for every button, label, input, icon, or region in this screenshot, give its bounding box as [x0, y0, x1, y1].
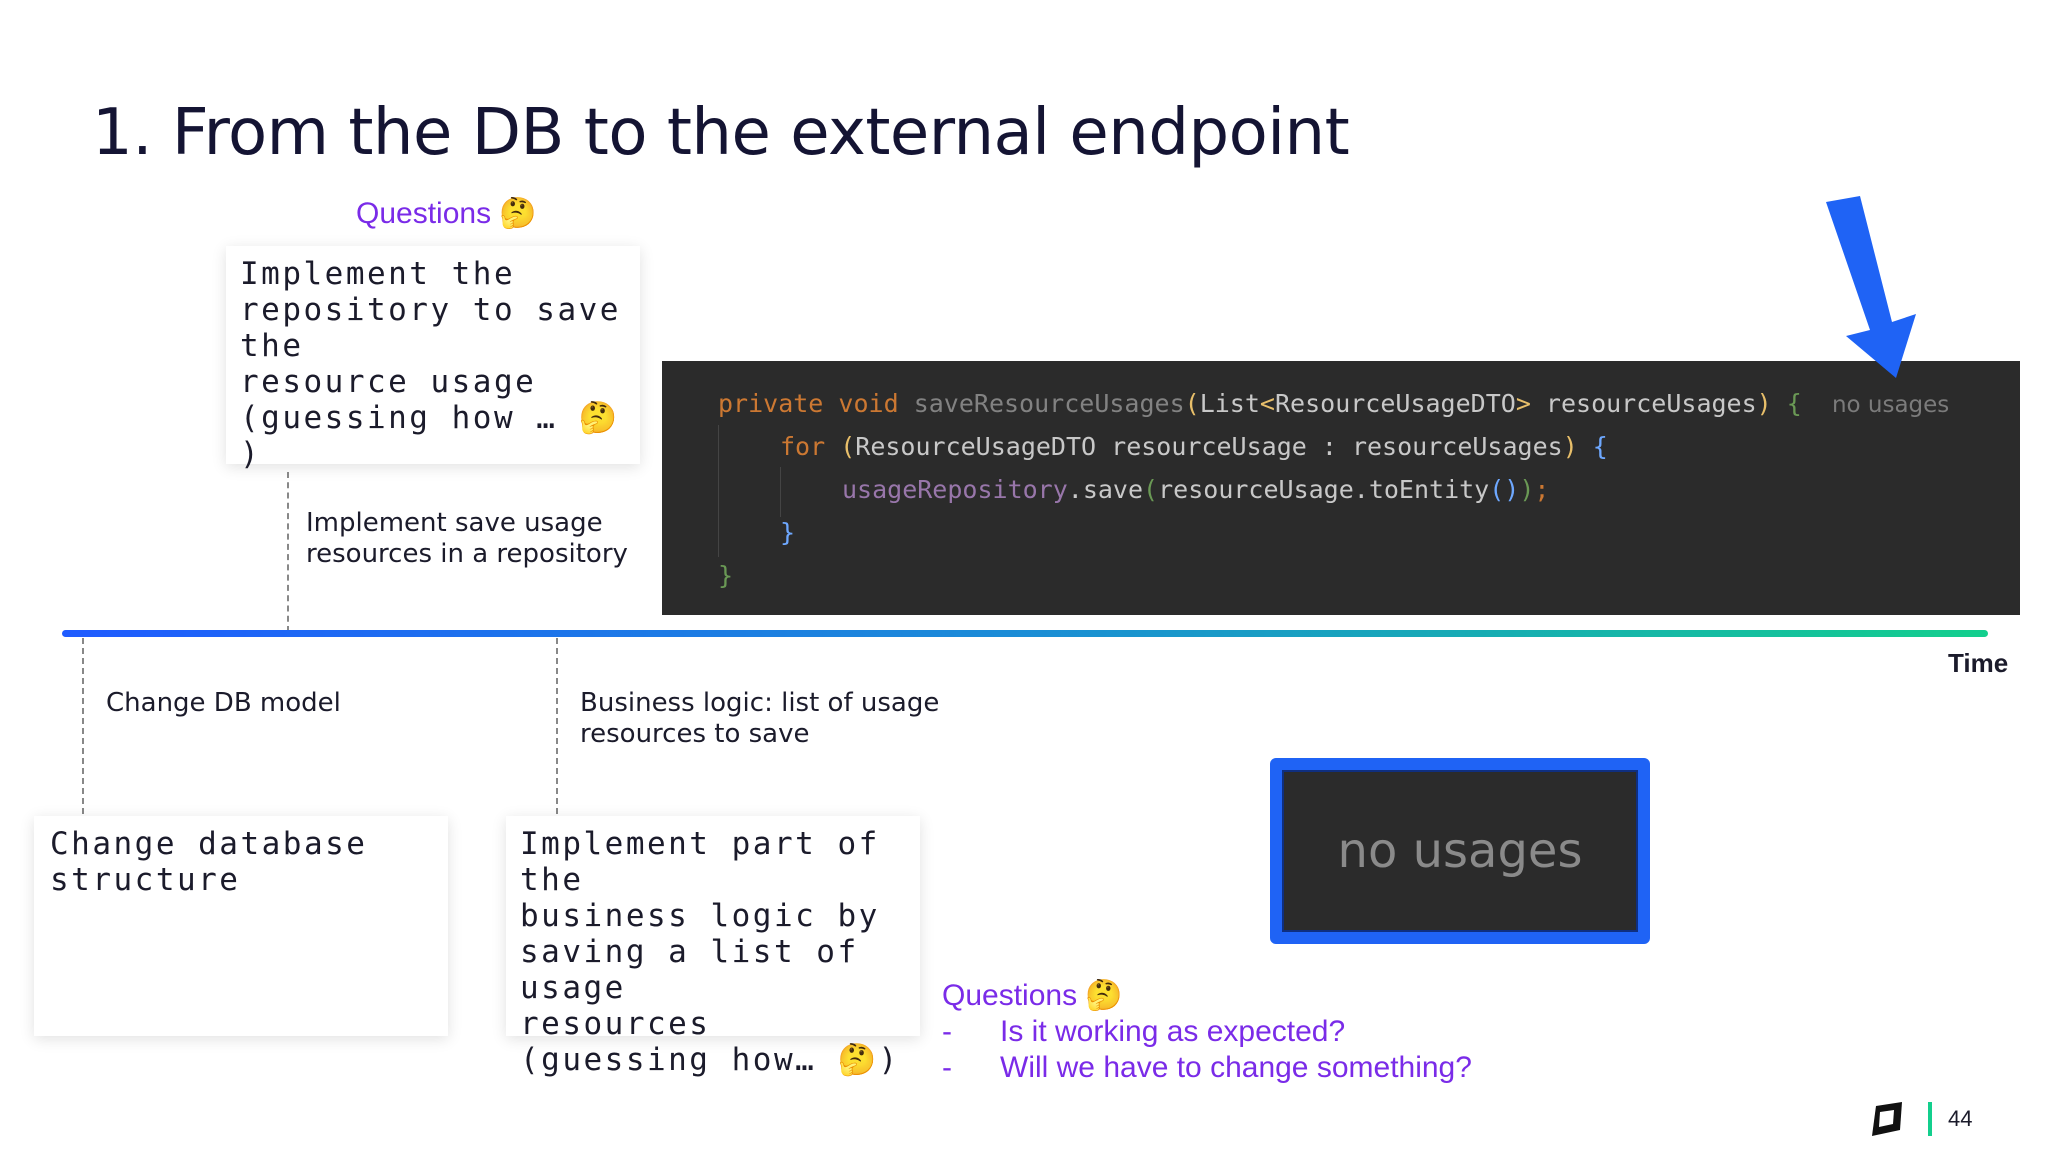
card-repository: Implement the repository to save the res…: [226, 246, 640, 472]
bullet-dash: -: [942, 1051, 952, 1084]
card-business-logic: Implement part of the business logic by …: [506, 816, 920, 1078]
timeline-label: Time: [1948, 648, 2009, 678]
code-token: private: [718, 389, 824, 418]
code-token: (: [1143, 475, 1159, 504]
footer-divider: [1928, 1102, 1932, 1136]
page-number: 44: [1948, 1106, 1973, 1131]
code-line-5: }: [718, 561, 734, 590]
list-item: - Will we have to change something?: [942, 1050, 1472, 1086]
questions-label-bottom: Questions 🤔: [942, 979, 1123, 1012]
connector-db: [82, 638, 84, 814]
code-token: saveResourceUsages: [913, 389, 1185, 418]
code-line-3: usageRepository.save(resourceUsage.toEnt…: [842, 475, 1549, 504]
code-line-4: }: [780, 518, 796, 547]
question-text: Is it working as expected?: [1000, 1015, 1346, 1048]
connector-repository: [287, 472, 289, 632]
code-token: resourceUsage.toEntity: [1158, 475, 1490, 504]
note-db-model: Change DB model: [106, 688, 341, 718]
code-token: ): [1562, 432, 1578, 461]
page-title: 1. From the DB to the external endpoint: [92, 96, 1350, 170]
code-token: (: [825, 432, 856, 461]
jetbrains-logo-icon: [1872, 1102, 1902, 1136]
code-token: <: [1259, 389, 1275, 418]
code-token: (): [1489, 475, 1520, 504]
usages-hint[interactable]: no usages: [1831, 392, 1950, 418]
note-save-usage: Implement save usage resources in a repo…: [306, 508, 628, 569]
connector-business-logic: [556, 638, 558, 814]
zoomed-usages-hint: no usages: [1270, 758, 1650, 944]
note-business-logic: Business logic: list of usage resources …: [580, 688, 940, 749]
code-token: usageRepository: [842, 475, 1068, 504]
code-snippet: private void saveResourceUsages(List<Res…: [662, 361, 2020, 615]
timeline: [62, 630, 1988, 637]
question-text: Will we have to change something?: [1000, 1051, 1472, 1084]
code-token: ): [1519, 475, 1535, 504]
code-token: {: [1577, 432, 1608, 461]
code-token: void: [838, 389, 899, 418]
code-token: >: [1515, 389, 1531, 418]
questions-block: Questions 🤔 -Is it working as expected? …: [942, 978, 1472, 1086]
indent-guide: [718, 425, 719, 557]
code-token: {: [1771, 389, 1802, 418]
indent-guide: [780, 467, 781, 517]
code-token: resourceUsages: [1530, 389, 1757, 418]
code-token: for: [780, 432, 826, 461]
bullet-dash: -: [942, 1015, 952, 1048]
code-token: ResourceUsageDTO: [1274, 389, 1516, 418]
down-arrow-icon: [1826, 196, 1916, 378]
list-item: - Is it working as expected?: [942, 1014, 1472, 1050]
code-token: ;: [1534, 475, 1550, 504]
zoomed-usages-text: no usages: [1337, 823, 1583, 879]
code-line-2: for (ResourceUsageDTO resourceUsage : re…: [780, 432, 1608, 461]
card-database: Change database structure: [34, 816, 448, 1036]
code-token: (: [1184, 389, 1200, 418]
questions-label-top: Questions 🤔: [356, 197, 537, 230]
code-token: List: [1199, 389, 1260, 418]
code-token: ): [1756, 389, 1772, 418]
code-line-1: private void saveResourceUsages(List<Res…: [718, 389, 1949, 418]
code-token: ResourceUsageDTO resourceUsage : resourc…: [855, 432, 1563, 461]
code-token: .save: [1067, 475, 1144, 504]
